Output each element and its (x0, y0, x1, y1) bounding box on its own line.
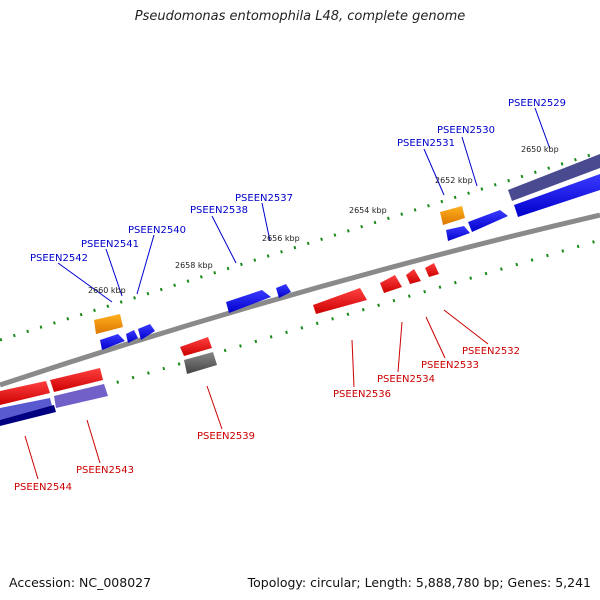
rna-gene-2531[interactable] (440, 206, 465, 225)
genome-backbone (0, 212, 600, 388)
gene-label-PSEEN2542[interactable]: PSEEN2542 (30, 253, 88, 264)
gene-PSEEN2529[interactable] (514, 174, 600, 217)
gene-PSEEN2534[interactable] (380, 275, 402, 293)
gene-label-PSEEN2537[interactable]: PSEEN2537 (235, 193, 293, 204)
gene-label-PSEEN2536[interactable]: PSEEN2536 (333, 389, 391, 400)
gene-PSEEN2543[interactable] (50, 368, 103, 392)
gene-label-PSEEN2543[interactable]: PSEEN2543 (76, 465, 134, 476)
gene-label-PSEEN2529[interactable]: PSEEN2529 (508, 98, 566, 109)
map-title: Pseudomonas entomophila L48, complete ge… (134, 9, 466, 24)
gene-label-PSEEN2531[interactable]: PSEEN2531 (397, 138, 455, 149)
coordinate-label: 2652 kbp (435, 176, 473, 185)
genome-summary-text: Topology: circular; Length: 5,888,780 bp… (247, 575, 591, 590)
gene-group-band[interactable] (0, 405, 56, 426)
pseudo-gene-2539[interactable] (184, 352, 217, 374)
gene-PSEEN2532[interactable] (425, 263, 439, 277)
gene-label-PSEEN2544[interactable]: PSEEN2544 (14, 482, 72, 493)
gene-label-PSEEN2539[interactable]: PSEEN2539 (197, 431, 255, 442)
coordinate-label: 2656 kbp (262, 234, 300, 243)
gene-PSEEN2544[interactable] (0, 381, 50, 405)
reverse-tick-row (39, 238, 600, 407)
gene-PSEEN2541[interactable] (126, 330, 138, 343)
coordinate-label: 2660 kbp (88, 286, 126, 295)
gene-label-PSEEN2540[interactable]: PSEEN2540 (128, 225, 186, 236)
gene-PSEEN2531[interactable] (446, 226, 470, 241)
gene-PSEEN2536[interactable] (313, 288, 367, 314)
gene-label-PSEEN2541[interactable]: PSEEN2541 (81, 239, 139, 250)
accession-text: Accession: NC_008027 (9, 575, 152, 590)
gene-PSEEN2533[interactable] (406, 269, 421, 284)
gene-PSEEN2530[interactable] (468, 210, 508, 232)
coordinate-label: 2654 kbp (349, 206, 387, 215)
gene-PSEEN2540[interactable] (138, 324, 155, 340)
gene-PSEEN2542[interactable] (100, 334, 125, 350)
gene-label-PSEEN2532[interactable]: PSEEN2532 (462, 346, 520, 357)
gene-label-PSEEN2534[interactable]: PSEEN2534 (377, 374, 435, 385)
gene-group-band[interactable] (508, 154, 600, 201)
gene-PSEEN2539[interactable] (180, 337, 212, 356)
gene-PSEEN2537[interactable] (276, 284, 291, 298)
gene-PSEEN2538[interactable] (226, 290, 271, 313)
gene-group-band[interactable] (0, 398, 53, 420)
coordinate-label: 2650 kbp (521, 145, 559, 154)
rna-gene-2542[interactable] (94, 314, 123, 334)
gene-label-PSEEN2533[interactable]: PSEEN2533 (421, 360, 479, 371)
gene-group-band[interactable] (54, 384, 108, 408)
gene-label-PSEEN2530[interactable]: PSEEN2530 (437, 125, 495, 136)
gene-label-PSEEN2538[interactable]: PSEEN2538 (190, 205, 248, 216)
coordinate-label: 2658 kbp (175, 261, 213, 270)
